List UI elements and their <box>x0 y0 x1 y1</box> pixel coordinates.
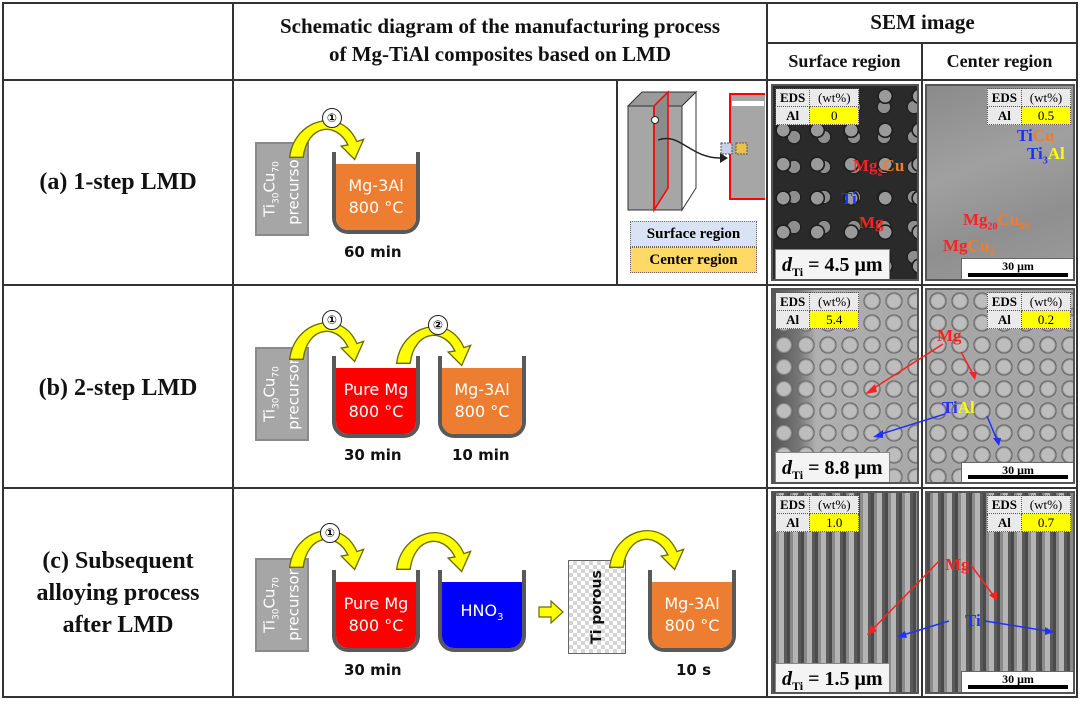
eds-al-value: 0.5 <box>1021 106 1071 125</box>
row-label-c-line3: after LMD <box>62 612 174 638</box>
schematic-title-line1: Schematic diagram of the manufacturing p… <box>280 14 720 38</box>
time-c3: 10 s <box>676 661 712 679</box>
transfer-arrow-c3 <box>605 518 695 574</box>
eds-al-value: 0 <box>809 106 860 125</box>
time-b2: 10 min <box>452 446 510 464</box>
ti-porous-label: Ti porous <box>589 570 605 644</box>
bath-b2-name: Mg-3Al <box>454 380 510 399</box>
bath-c3: Mg-3Al 800 °C <box>648 570 736 652</box>
ti-porous-block: Ti porous <box>568 560 626 654</box>
time-c1: 30 min <box>344 661 402 679</box>
bath-c3-temp: 800 °C <box>664 616 720 635</box>
bath-a1: Mg-3Al 800 °C <box>332 152 420 234</box>
bath-b1: Pure Mg 800 °C <box>332 356 420 438</box>
phase-label-mg20cu80: Mg20Cu80 <box>963 210 1030 233</box>
row-label-c: (c) Subsequent alloying process after LM… <box>4 545 232 641</box>
table-border-right <box>1076 2 1078 698</box>
time-a1: 60 min <box>344 243 402 261</box>
phase-label-ti: Ti <box>841 189 857 208</box>
particle-size-b: dTi = 8.8 μm <box>775 452 890 482</box>
bath-c1: Pure Mg 800 °C <box>332 570 420 652</box>
time-b1: 30 min <box>344 446 402 464</box>
bath-b2: Mg-3Al 800 °C <box>438 356 526 438</box>
center-region-header: Center region <box>946 51 1053 71</box>
row-label-a: (a) 1-step LMD <box>39 169 197 195</box>
step-number-c1: ① <box>320 523 340 543</box>
eds-al-value: 1.0 <box>809 513 860 532</box>
label-col-divider <box>232 2 234 698</box>
row-label-c-line1: (c) Subsequent <box>42 548 194 574</box>
table-border-left <box>2 2 4 698</box>
bath-b2-temp: 800 °C <box>454 402 510 421</box>
schematic-title-line2: of Mg-TiAl composites based on LMD <box>328 42 672 66</box>
eds-al-value: 0.2 <box>1021 310 1071 329</box>
sample-section-diagram <box>626 90 765 213</box>
eds-al-value: 5.4 <box>809 310 860 329</box>
bath-c2-name: HNO3 <box>460 601 504 624</box>
scale-bar-a: 30 μm <box>961 258 1073 279</box>
surface-center-divider <box>921 42 923 698</box>
bath-b1-temp: 800 °C <box>348 402 404 421</box>
surface-region-header: Surface region <box>788 51 901 71</box>
phase-pointer-arrows-b <box>865 343 1001 446</box>
phase-label-mg: Mg <box>945 555 970 574</box>
row-divider-ab <box>3 284 1078 286</box>
bath-c1-name: Pure Mg <box>343 594 409 613</box>
table-border-bottom <box>3 696 1078 698</box>
particle-size-c: dTi = 1.5 μm <box>775 663 890 692</box>
phase-label-ti: Ti <box>965 611 981 630</box>
schematic-header: Schematic diagram of the manufacturing p… <box>234 12 766 68</box>
legend-surface-region: Surface region <box>630 221 757 247</box>
scale-bar-b: 30 μm <box>961 462 1073 482</box>
bath-c1-temp: 800 °C <box>348 616 404 635</box>
process-arrow-icon <box>538 600 564 624</box>
eds-al-value: 0.7 <box>1021 513 1071 532</box>
phase-label-mg2cu: Mg2Cu <box>853 156 905 179</box>
sem-header: SEM image <box>870 10 975 34</box>
phase-label-ti3al: Ti3Al <box>1027 144 1065 167</box>
bath-a1-temp: 800 °C <box>348 198 404 217</box>
bath-c3-name: Mg-3Al <box>664 594 720 613</box>
phase-label-tial: TiAl <box>942 398 975 417</box>
step-number-b1: ① <box>322 310 342 330</box>
inset-divider <box>616 79 618 286</box>
phase-label-mg: Mg <box>859 213 884 232</box>
legend-center-region: Center region <box>630 247 757 273</box>
sem-col-divider <box>766 2 768 698</box>
row-divider-bc <box>3 487 1078 489</box>
phase-label-ticu: TiCu <box>1017 126 1055 145</box>
bath-b1-name: Pure Mg <box>343 380 409 399</box>
bath-a1-name: Mg-3Al <box>348 176 404 195</box>
row-label-c-line2: alloying process <box>36 580 200 606</box>
step-number-b2: ② <box>428 315 448 335</box>
row-label-b: (b) 2-step LMD <box>38 375 198 401</box>
transfer-arrow-c2 <box>392 520 482 576</box>
phase-label-mgcu2: MgCu2 <box>943 236 995 259</box>
particle-size-a: dTi = 4.5 μm <box>775 249 890 279</box>
phase-pointer-arrows-c <box>867 560 1054 638</box>
step-number-a1: ① <box>322 108 342 128</box>
header-divider <box>3 79 1078 81</box>
phase-label-mg: Mg <box>937 326 962 345</box>
bath-c2-acid: HNO3 <box>438 570 526 652</box>
table-border-top <box>3 2 1078 4</box>
scale-bar-c: 30 μm <box>961 671 1073 692</box>
